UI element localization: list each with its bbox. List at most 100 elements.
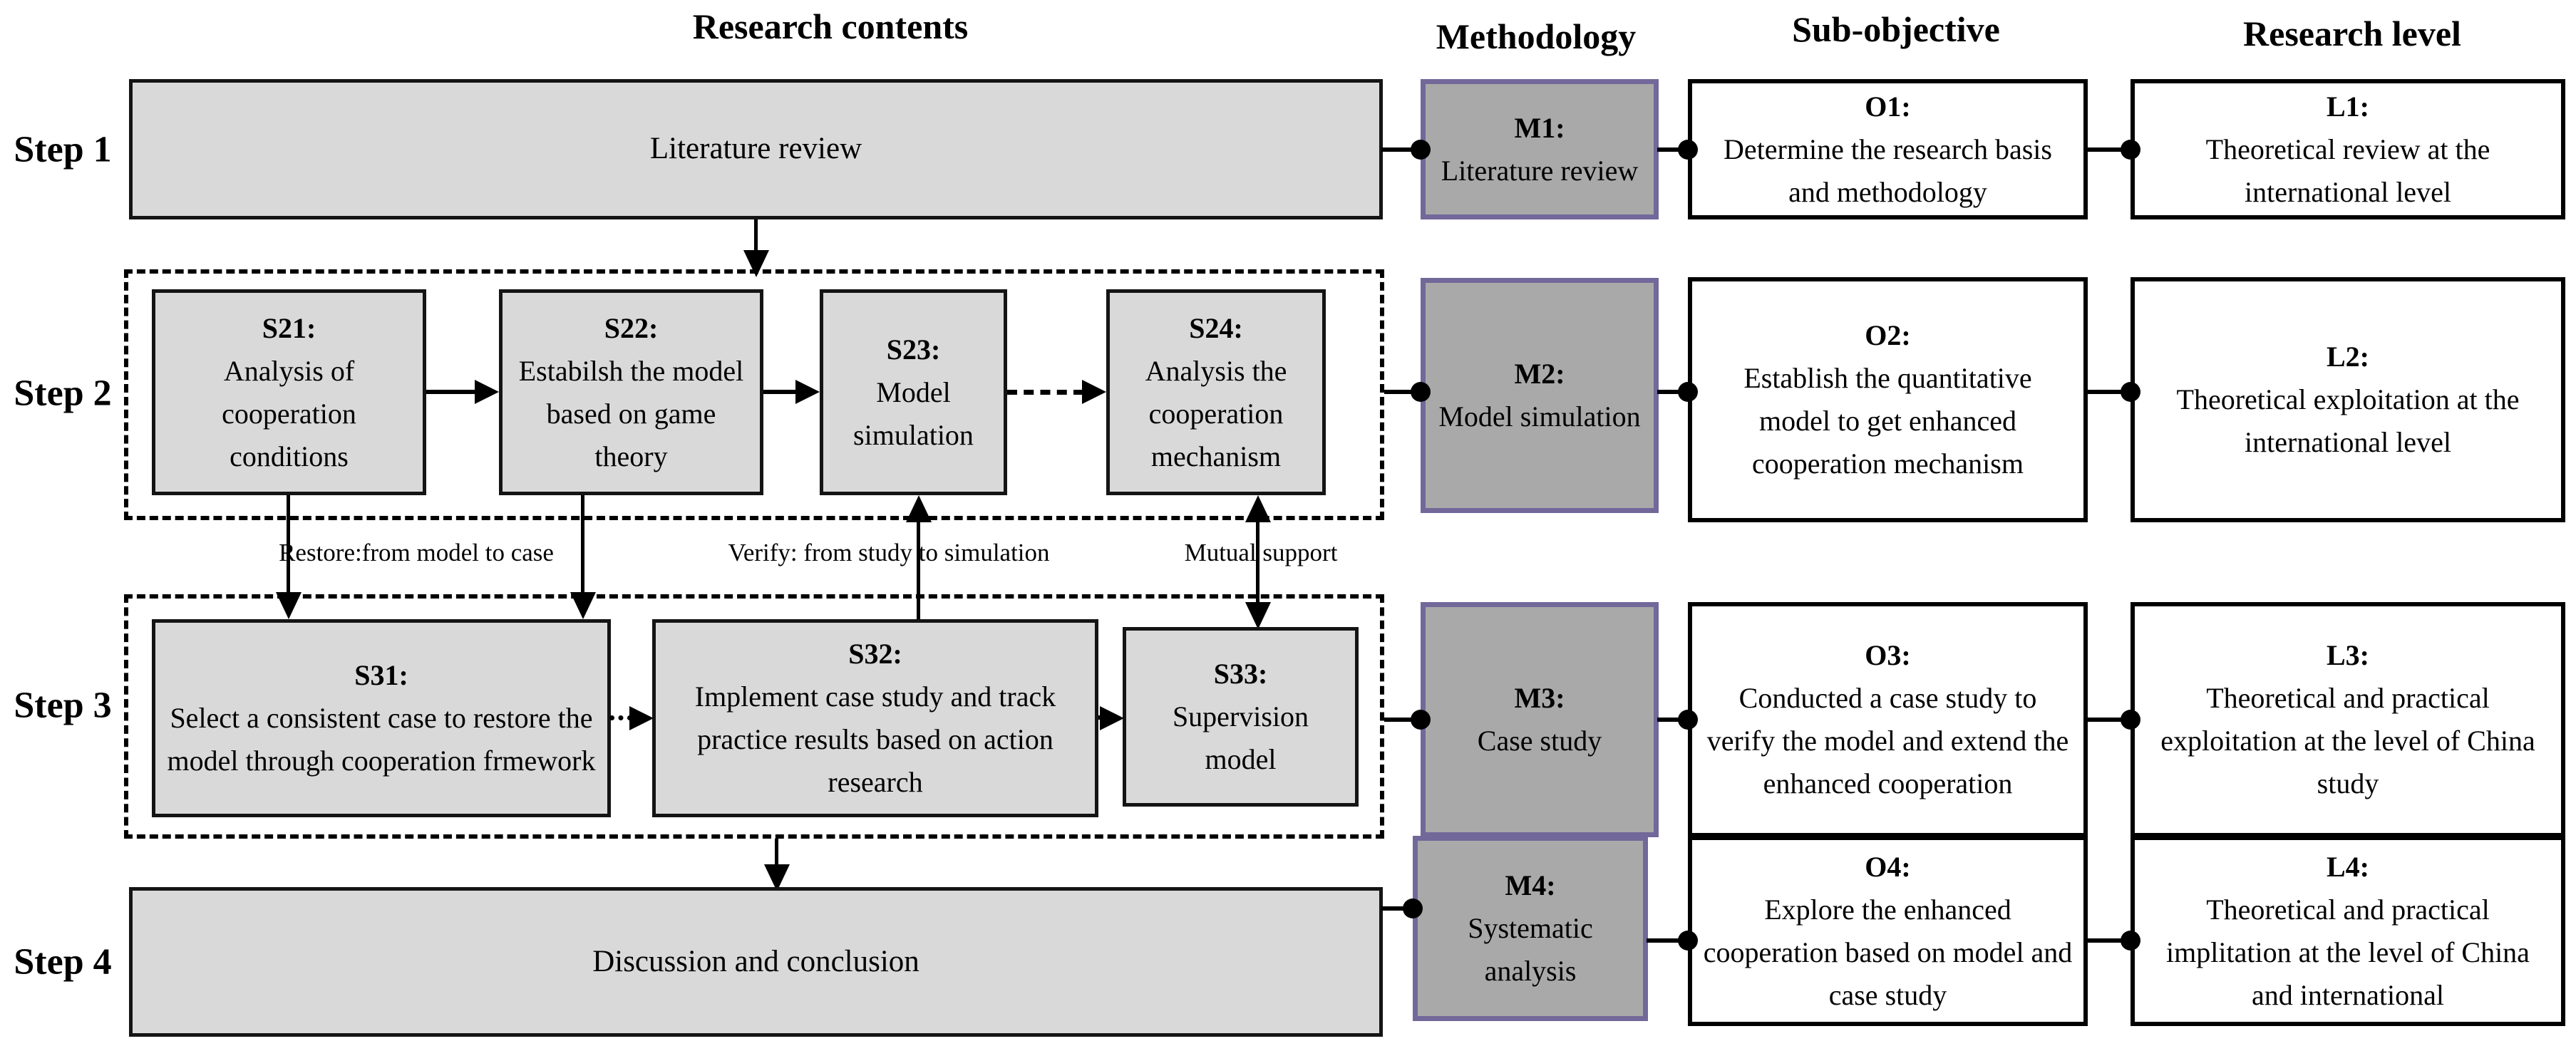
- connector-line: [1384, 718, 1421, 722]
- connector-dot: [1411, 710, 1431, 730]
- s32-id: S32:: [848, 638, 902, 670]
- step-3-label: Step 3: [14, 685, 112, 726]
- header-methodology: Methodology: [1436, 16, 1637, 56]
- o3-text: Conducted a case study to verify the mod…: [1706, 682, 2069, 799]
- arrow-right-icon: [1082, 380, 1106, 404]
- connector-dot: [1411, 140, 1431, 160]
- m4-id: M4:: [1505, 869, 1556, 901]
- o4-text: Explore the enhanced cooperation based o…: [1703, 893, 2073, 1011]
- m1-box: M1: Literature review: [1421, 79, 1659, 219]
- arrow-right-icon: [475, 380, 499, 404]
- connector-dot: [2121, 140, 2140, 160]
- arrow-stem: [426, 390, 476, 394]
- l2-text: Theoretical exploitation at the internat…: [2176, 383, 2520, 458]
- literature-review-box: Literature review: [129, 79, 1383, 219]
- connector-dot: [1678, 140, 1698, 160]
- o4-id: O4:: [1865, 850, 1911, 883]
- step-3-group: [124, 594, 1384, 839]
- l3-box: L3: Theoretical and practical exploitati…: [2131, 602, 2565, 837]
- s33-box: S33: Supervision model: [1123, 627, 1359, 807]
- l3-text: Theoretical and practical exploitation a…: [2160, 682, 2535, 799]
- connector-dot: [1678, 382, 1698, 402]
- arrow-up-icon: [906, 495, 932, 522]
- connector-line: [1657, 390, 1693, 394]
- m1-text: Literature review: [1441, 154, 1639, 187]
- connector-dot: [2121, 382, 2140, 402]
- connector-line: [1384, 390, 1421, 394]
- dotted-arrow-stem: [609, 715, 632, 720]
- connector-dot: [2121, 931, 2140, 951]
- connector-line: [1647, 938, 1691, 943]
- o2-box: O2: Establish the quantitative model to …: [1688, 277, 2088, 522]
- l2-box: L2: Theoretical exploitation at the inte…: [2131, 277, 2565, 522]
- annotation-restore: Restore:from model to case: [279, 539, 554, 566]
- step-2-group: [124, 269, 1384, 520]
- o4-box: O4: Explore the enhanced cooperation bas…: [1688, 836, 2088, 1026]
- annotation-verify: Verify: from study to simulation: [728, 539, 1050, 566]
- s31-id: S31:: [354, 659, 408, 691]
- arrow-stem: [581, 495, 584, 594]
- s23-id: S23:: [886, 333, 941, 366]
- m3-text: Case study: [1477, 725, 1602, 757]
- m3-id: M3:: [1514, 682, 1565, 714]
- o1-text: Determine the research basis and methodo…: [1724, 133, 2052, 208]
- step-2-label: Step 2: [14, 373, 112, 414]
- s24-id: S24:: [1189, 311, 1243, 344]
- connector-line: [1381, 906, 1414, 911]
- header-sub-objective: Sub-objective: [1792, 9, 2000, 49]
- s32-box: S32: Implement case study and track prac…: [652, 619, 1098, 817]
- connector-dot: [1411, 382, 1431, 402]
- arrow-right-icon: [629, 706, 654, 730]
- o2-id: O2:: [1865, 319, 1911, 351]
- connector-line: [1381, 147, 1421, 152]
- connector-line: [2086, 938, 2133, 943]
- discussion-text: Discussion and conclusion: [592, 944, 919, 978]
- dashed-arrow-stem: [1007, 390, 1083, 395]
- connector-dot: [1678, 710, 1698, 730]
- connector-line: [2086, 390, 2133, 394]
- s23-text: Model simulation: [853, 376, 974, 451]
- s33-id: S33:: [1213, 658, 1268, 690]
- s22-box: S22: Estabilsh the model based on game t…: [499, 289, 763, 495]
- m3-box: M3: Case study: [1421, 602, 1659, 837]
- o2-text: Establish the quantitative model to get …: [1743, 362, 2032, 480]
- o1-id: O1:: [1865, 90, 1911, 123]
- discussion-box: Discussion and conclusion: [129, 887, 1383, 1037]
- s21-id: S21:: [262, 311, 316, 344]
- l1-id: L1:: [2327, 90, 2369, 123]
- o3-box: O3: Conducted a case study to verify the…: [1688, 602, 2088, 837]
- s23-box: S23: Model simulation: [820, 289, 1007, 495]
- arrow-up-icon: [1245, 495, 1271, 522]
- l3-id: L3:: [2327, 639, 2369, 671]
- connector-dot: [1678, 931, 1698, 951]
- header-research-level: Research level: [2243, 14, 2461, 53]
- arrow-stem: [917, 521, 920, 619]
- s22-id: S22:: [604, 311, 659, 344]
- header-research-contents: Research contents: [692, 6, 969, 46]
- annotation-mutual-support: Mutual support: [1184, 539, 1338, 566]
- m4-text: Systematic analysis: [1468, 912, 1593, 987]
- connector-dot: [1403, 899, 1423, 918]
- m2-box: M2: Model simulation: [1421, 278, 1659, 513]
- s31-box: S31: Select a consistent case to restore…: [152, 619, 611, 817]
- connector-line: [2086, 718, 2133, 722]
- l4-box: L4: Theoretical and practical implitatio…: [2131, 836, 2565, 1026]
- arrow-down-icon: [1245, 602, 1271, 629]
- m1-id: M1:: [1514, 111, 1565, 144]
- arrow-stem: [1256, 521, 1259, 604]
- connector-line: [1657, 147, 1693, 152]
- s21-text: Analysis of cooperation conditions: [222, 354, 356, 472]
- l1-text: Theoretical review at the international …: [2205, 133, 2490, 208]
- arrow-right-icon: [795, 380, 820, 404]
- s24-text: Analysis the cooperation mechanism: [1145, 354, 1287, 472]
- m4-box: M4: Systematic analysis: [1413, 836, 1648, 1021]
- arrow-stem: [287, 495, 290, 594]
- l4-id: L4:: [2327, 850, 2369, 883]
- s33-text: Supervision model: [1172, 700, 1309, 775]
- step-4-label: Step 4: [14, 941, 112, 983]
- l4-text: Theoretical and practical implitation at…: [2166, 893, 2530, 1011]
- o1-box: O1: Determine the research basis and met…: [1688, 79, 2088, 219]
- m2-id: M2:: [1514, 358, 1565, 390]
- arrow-stem: [775, 839, 778, 866]
